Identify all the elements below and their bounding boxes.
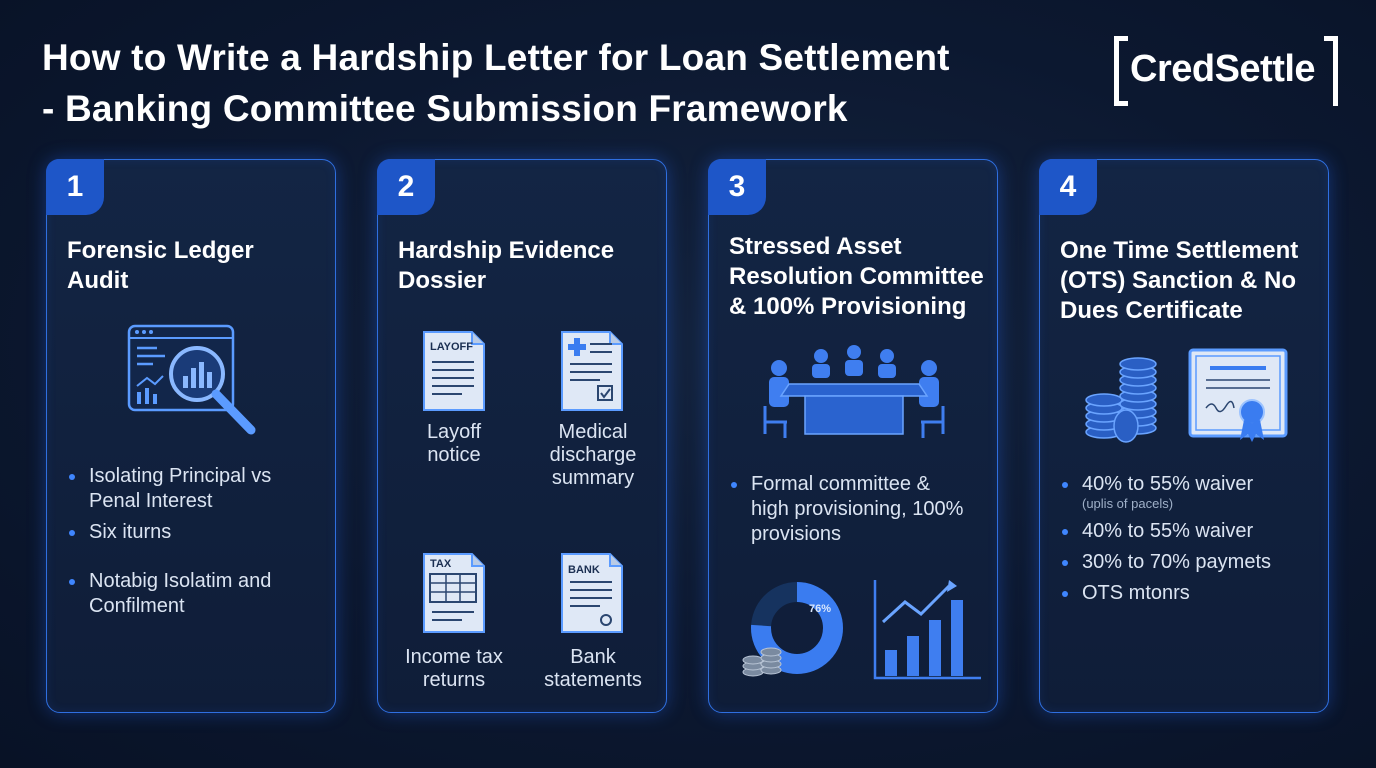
bullet-text: 30% to 70% paymets — [1082, 551, 1271, 573]
bullet-item: Isolating Principal vs Penal Interest — [67, 464, 271, 514]
donut-arc — [751, 582, 843, 674]
bullet-text: provisions — [751, 523, 842, 545]
step-title-line3: Dues Certificate — [1060, 297, 1243, 324]
step-number-badge: 1 — [46, 159, 104, 215]
document-label-line: Income tax — [405, 646, 503, 668]
bullet-subtext: (uplis of pacels) — [1082, 496, 1174, 511]
bullet-list: Formal committee & high provisioning, 10… — [729, 472, 963, 547]
logo-bracket-left — [1114, 36, 1128, 106]
step-title-line1: Stressed Asset — [729, 233, 902, 260]
document-tag: BANK — [568, 564, 600, 576]
step-title-line3: & 100% Provisioning — [729, 293, 967, 320]
page-title-line1: How to Write a Hardship Letter for Loan … — [42, 37, 950, 78]
step-card-2: 2 Hardship Evidence Dossier LAYOFF Layof… — [377, 159, 667, 713]
step-title-line2: Dossier — [398, 267, 487, 294]
bullet-text: Formal committee & — [751, 473, 930, 495]
document-label-line: Bank — [570, 646, 616, 668]
bullet-item: Notabig Isolatim and Confilment — [67, 569, 271, 619]
document-label-line: notice — [427, 444, 481, 466]
bullet-item: 40% to 55% waiver — [1060, 519, 1271, 544]
document-label-line: returns — [422, 669, 486, 691]
bullet-text: 40% to 55% waiver — [1082, 520, 1254, 542]
document-label-line: Medical — [558, 421, 628, 443]
step-title-line2: Audit — [67, 267, 129, 294]
bullet-text: high provisioning, 100% — [751, 498, 964, 520]
growth-chart-icon — [873, 580, 981, 680]
document-tag: LAYOFF — [430, 341, 473, 353]
document-tag: TAX — [430, 558, 452, 570]
step-title: Hardship Evidence Dossier — [398, 236, 614, 296]
bullet-text: OTS mtonrs — [1082, 582, 1190, 604]
bullet-text: Isolating Principal vs — [89, 465, 272, 487]
bullet-item: 40% to 55% waiver — [1060, 472, 1271, 497]
coins-certificate-icon — [1085, 348, 1288, 443]
document-label: Medical discharge summary — [538, 421, 648, 490]
committee-meeting-icon — [763, 345, 945, 438]
step-title: Stressed Asset Resolution Committee & 10… — [729, 232, 984, 322]
bullet-text: Confilment — [89, 595, 185, 617]
document-label-line: Layoff — [426, 421, 482, 443]
step-card-1: 1 Forensic Ledger Audit Isolating Princi… — [46, 159, 336, 713]
document-label: Bank statements — [528, 646, 658, 692]
step-card-3: 3 Stressed Asset Resolution Committee & … — [708, 159, 998, 713]
bullet-item: OTS mtonrs — [1060, 581, 1271, 606]
document-label: Income tax returns — [394, 646, 514, 692]
step-number-badge: 2 — [377, 159, 435, 215]
step-card-4: 4 One Time Settlement (OTS) Sanction & N… — [1039, 159, 1329, 713]
medical-document-icon — [561, 331, 623, 411]
document-label-line: statements — [544, 669, 642, 691]
donut-percent-label: 76% — [809, 603, 832, 615]
credsettle-logo: CredSettle — [1114, 36, 1338, 106]
bullet-list: 40% to 55% waiver (uplis of pacels) 40% … — [1060, 472, 1271, 606]
bullet-item: Six iturns — [67, 520, 271, 545]
provisioning-donut-icon — [742, 582, 843, 677]
page-title-line2: - Banking Committee Submission Framework — [42, 88, 848, 129]
document-label: Layoff notice — [404, 421, 504, 467]
step-title-line2: (OTS) Sanction & No — [1060, 267, 1296, 294]
logo-bracket-right — [1324, 36, 1338, 106]
step-number-badge: 3 — [708, 159, 766, 215]
bullet-item: 30% to 70% paymets — [1060, 550, 1271, 575]
step-number-badge: 4 — [1039, 159, 1097, 215]
document-label-line: summary — [551, 467, 635, 489]
page-title: How to Write a Hardship Letter for Loan … — [42, 32, 1082, 134]
logo-text: CredSettle — [1130, 48, 1316, 90]
tax-document-icon — [423, 553, 485, 633]
step-title-line1: One Time Settlement — [1060, 237, 1299, 264]
step-title-line1: Forensic Ledger — [67, 237, 254, 264]
bullet-list: Isolating Principal vs Penal Interest Si… — [67, 464, 271, 619]
bullet-text: Notabig Isolatim and — [89, 570, 272, 592]
magnifier-chart-icon — [127, 324, 256, 435]
document-label-line: discharge — [549, 444, 637, 466]
bullet-item: Formal committee & high provisioning, 10… — [729, 472, 963, 547]
bullet-text: 40% to 55% waiver — [1082, 473, 1254, 495]
bank-document-icon — [561, 553, 623, 633]
bullet-text: Six iturns — [89, 521, 172, 543]
step-title-line1: Hardship Evidence — [398, 237, 615, 264]
step-title: Forensic Ledger Audit — [67, 236, 254, 296]
layoff-document-icon — [423, 331, 485, 411]
bullet-text: Penal Interest — [89, 490, 213, 512]
step-title-line2: Resolution Committee — [729, 263, 984, 290]
step-title: One Time Settlement (OTS) Sanction & No … — [1060, 236, 1298, 326]
